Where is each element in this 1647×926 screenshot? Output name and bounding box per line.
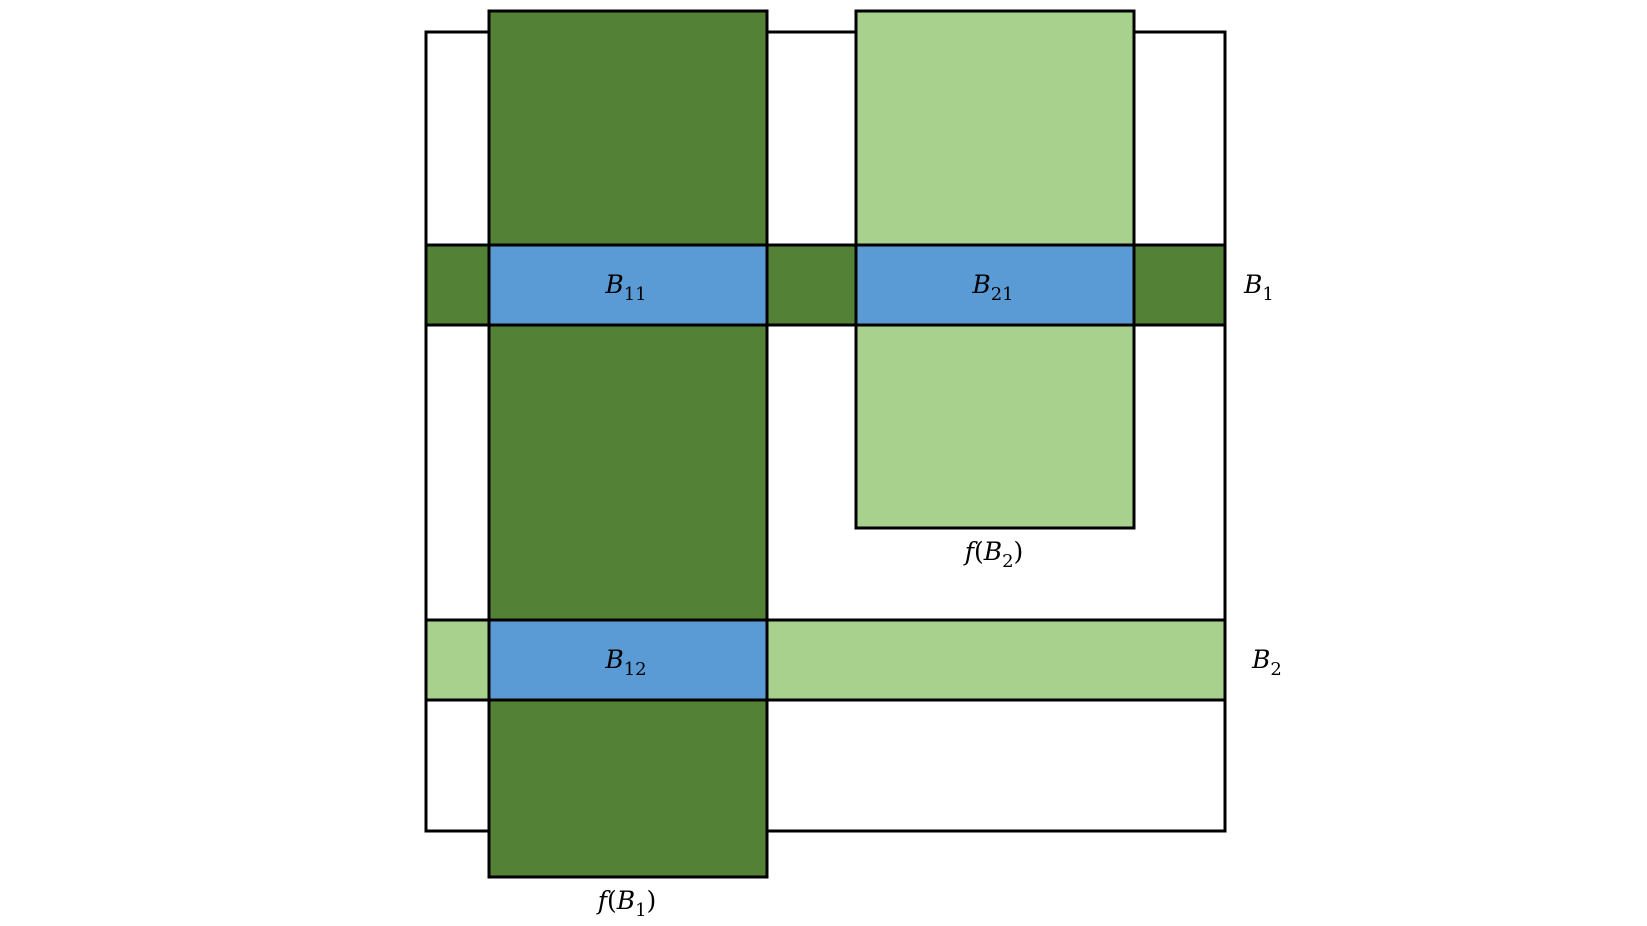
f-b1-column	[487, 9, 769, 879]
b21-label: B21	[971, 270, 1013, 305]
f-b2-label: f(B2)	[963, 537, 1024, 572]
b21-block	[854, 243, 1136, 327]
b11-block	[487, 243, 769, 327]
b1-label: B1	[1243, 270, 1274, 305]
f-b1-label: f(B1)	[596, 886, 657, 921]
b12-block	[487, 618, 769, 702]
b2-label: B2	[1251, 645, 1282, 680]
b11-label: B11	[604, 270, 646, 305]
b12-label: B12	[604, 645, 646, 680]
